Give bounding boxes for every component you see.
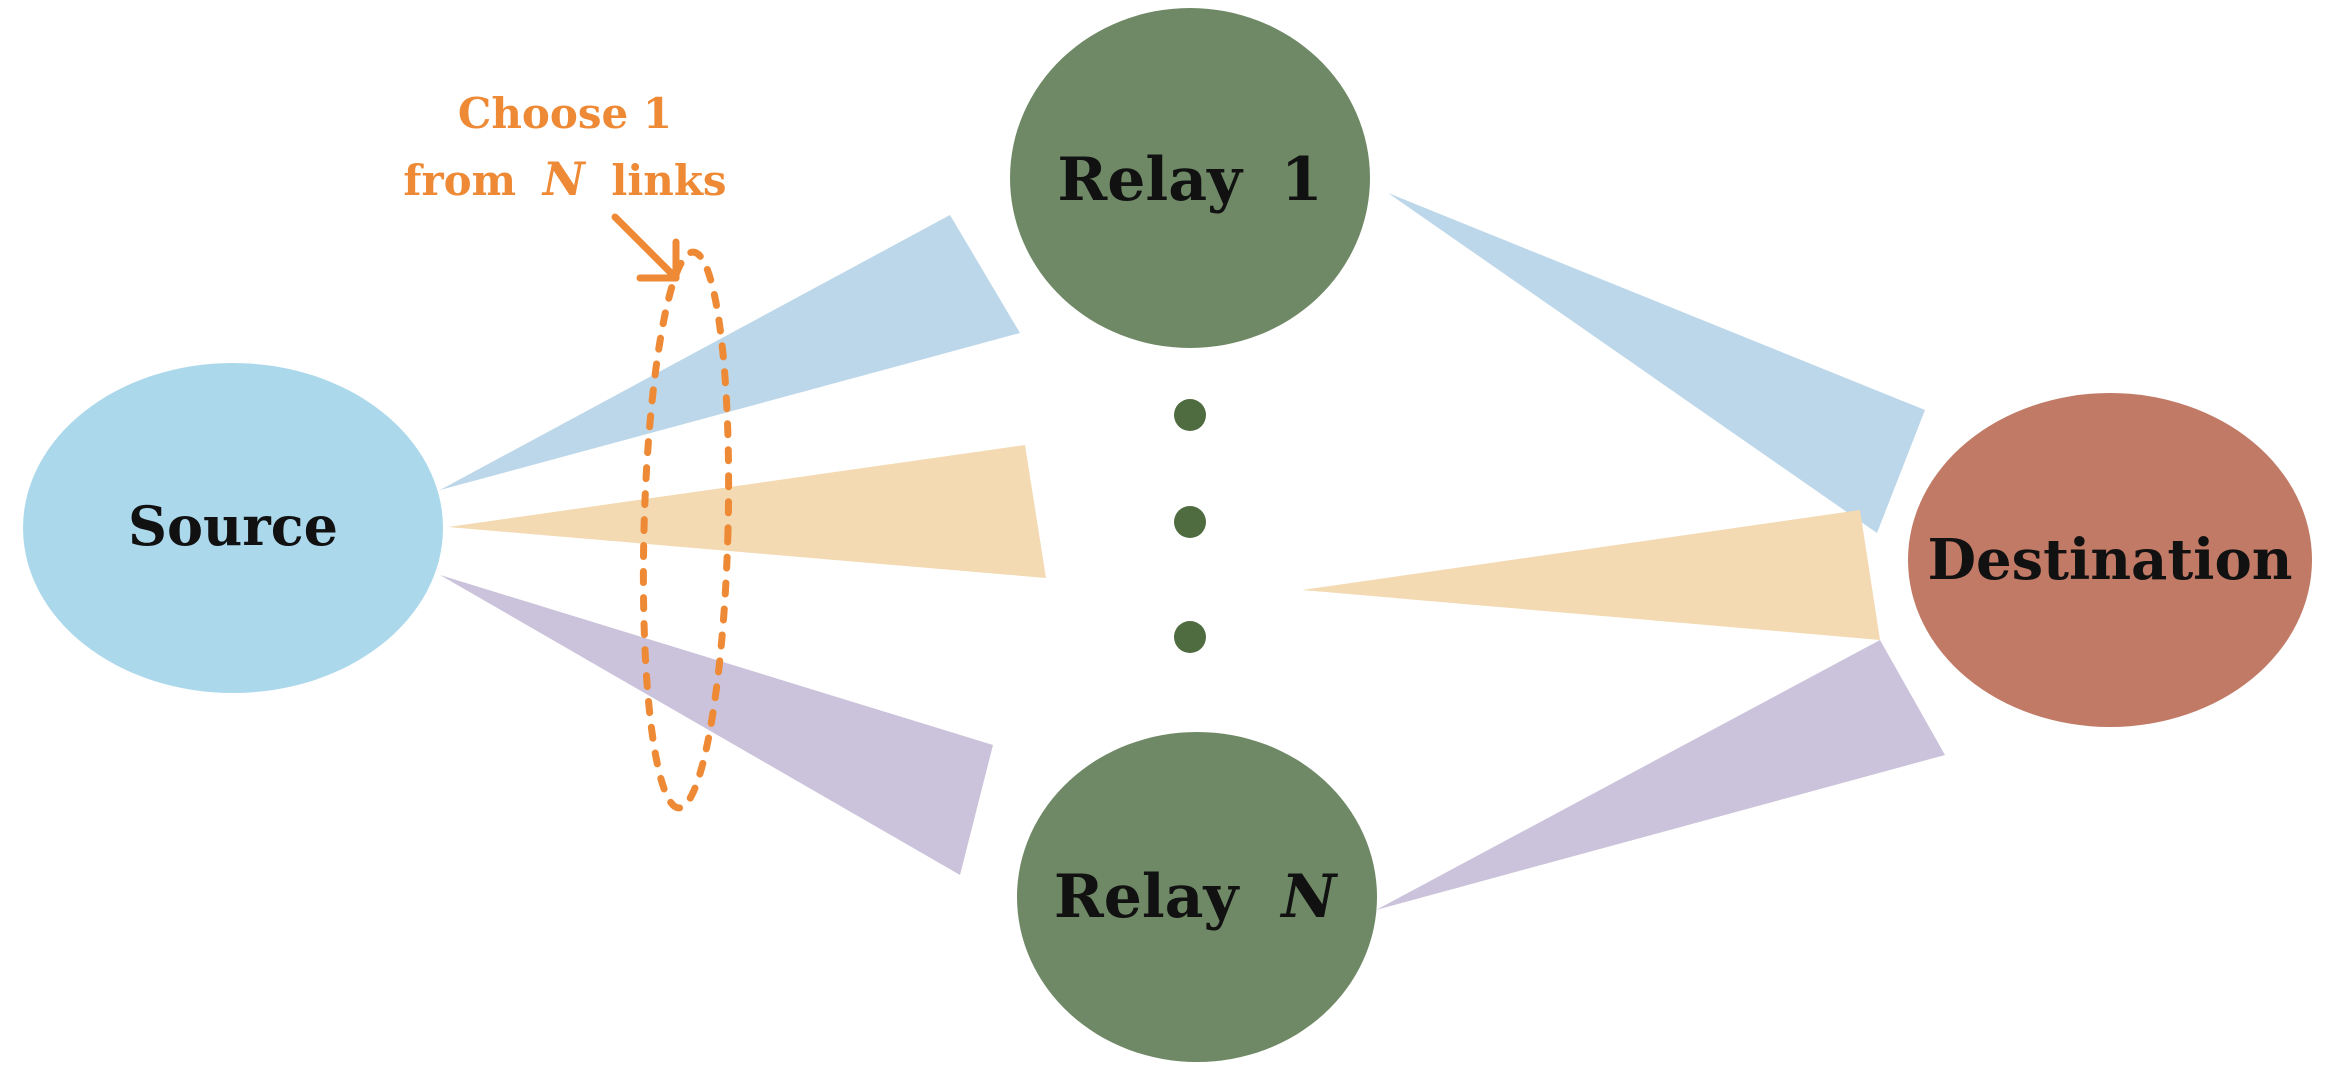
annotation-line-2-var: N <box>541 152 587 206</box>
annotation-line-2: from N links <box>403 152 726 206</box>
relay-n-label-prefix: Relay <box>1054 862 1241 932</box>
beam-relay1-destination <box>1388 193 1925 533</box>
relay-n-label-index: N <box>1279 862 1338 932</box>
selection-arrow-icon <box>611 213 680 282</box>
annotation-line-2-suffix: links <box>611 156 726 205</box>
relay-1-label-prefix: Relay <box>1057 145 1244 215</box>
beam-middle-destination <box>1302 510 1880 640</box>
beam-relayN-destination <box>1376 640 1945 910</box>
destination-label: Destination <box>1927 527 2292 593</box>
destination-node <box>1908 393 2312 727</box>
ellipsis-dot-1 <box>1174 399 1206 431</box>
ellipsis-dot-3 <box>1174 621 1206 653</box>
beam-source-relay1 <box>440 215 1020 490</box>
relay-n-label: Relay N <box>1054 862 1338 932</box>
relay-1-node <box>1010 8 1370 348</box>
relay-n-node <box>1017 732 1377 1062</box>
annotation-line-2-prefix: from <box>403 156 516 205</box>
source-node <box>23 363 443 693</box>
ellipsis-dot-2 <box>1174 506 1206 538</box>
relay-1-label-index: 1 <box>1281 145 1323 215</box>
source-label: Source <box>128 494 338 558</box>
beam-source-relayN <box>440 575 993 875</box>
selection-dashed-ellipse <box>639 248 733 812</box>
beam-source-middle <box>448 445 1046 578</box>
relay-1-label: Relay 1 <box>1057 145 1322 215</box>
annotation-line-1: Choose 1 <box>458 89 672 138</box>
